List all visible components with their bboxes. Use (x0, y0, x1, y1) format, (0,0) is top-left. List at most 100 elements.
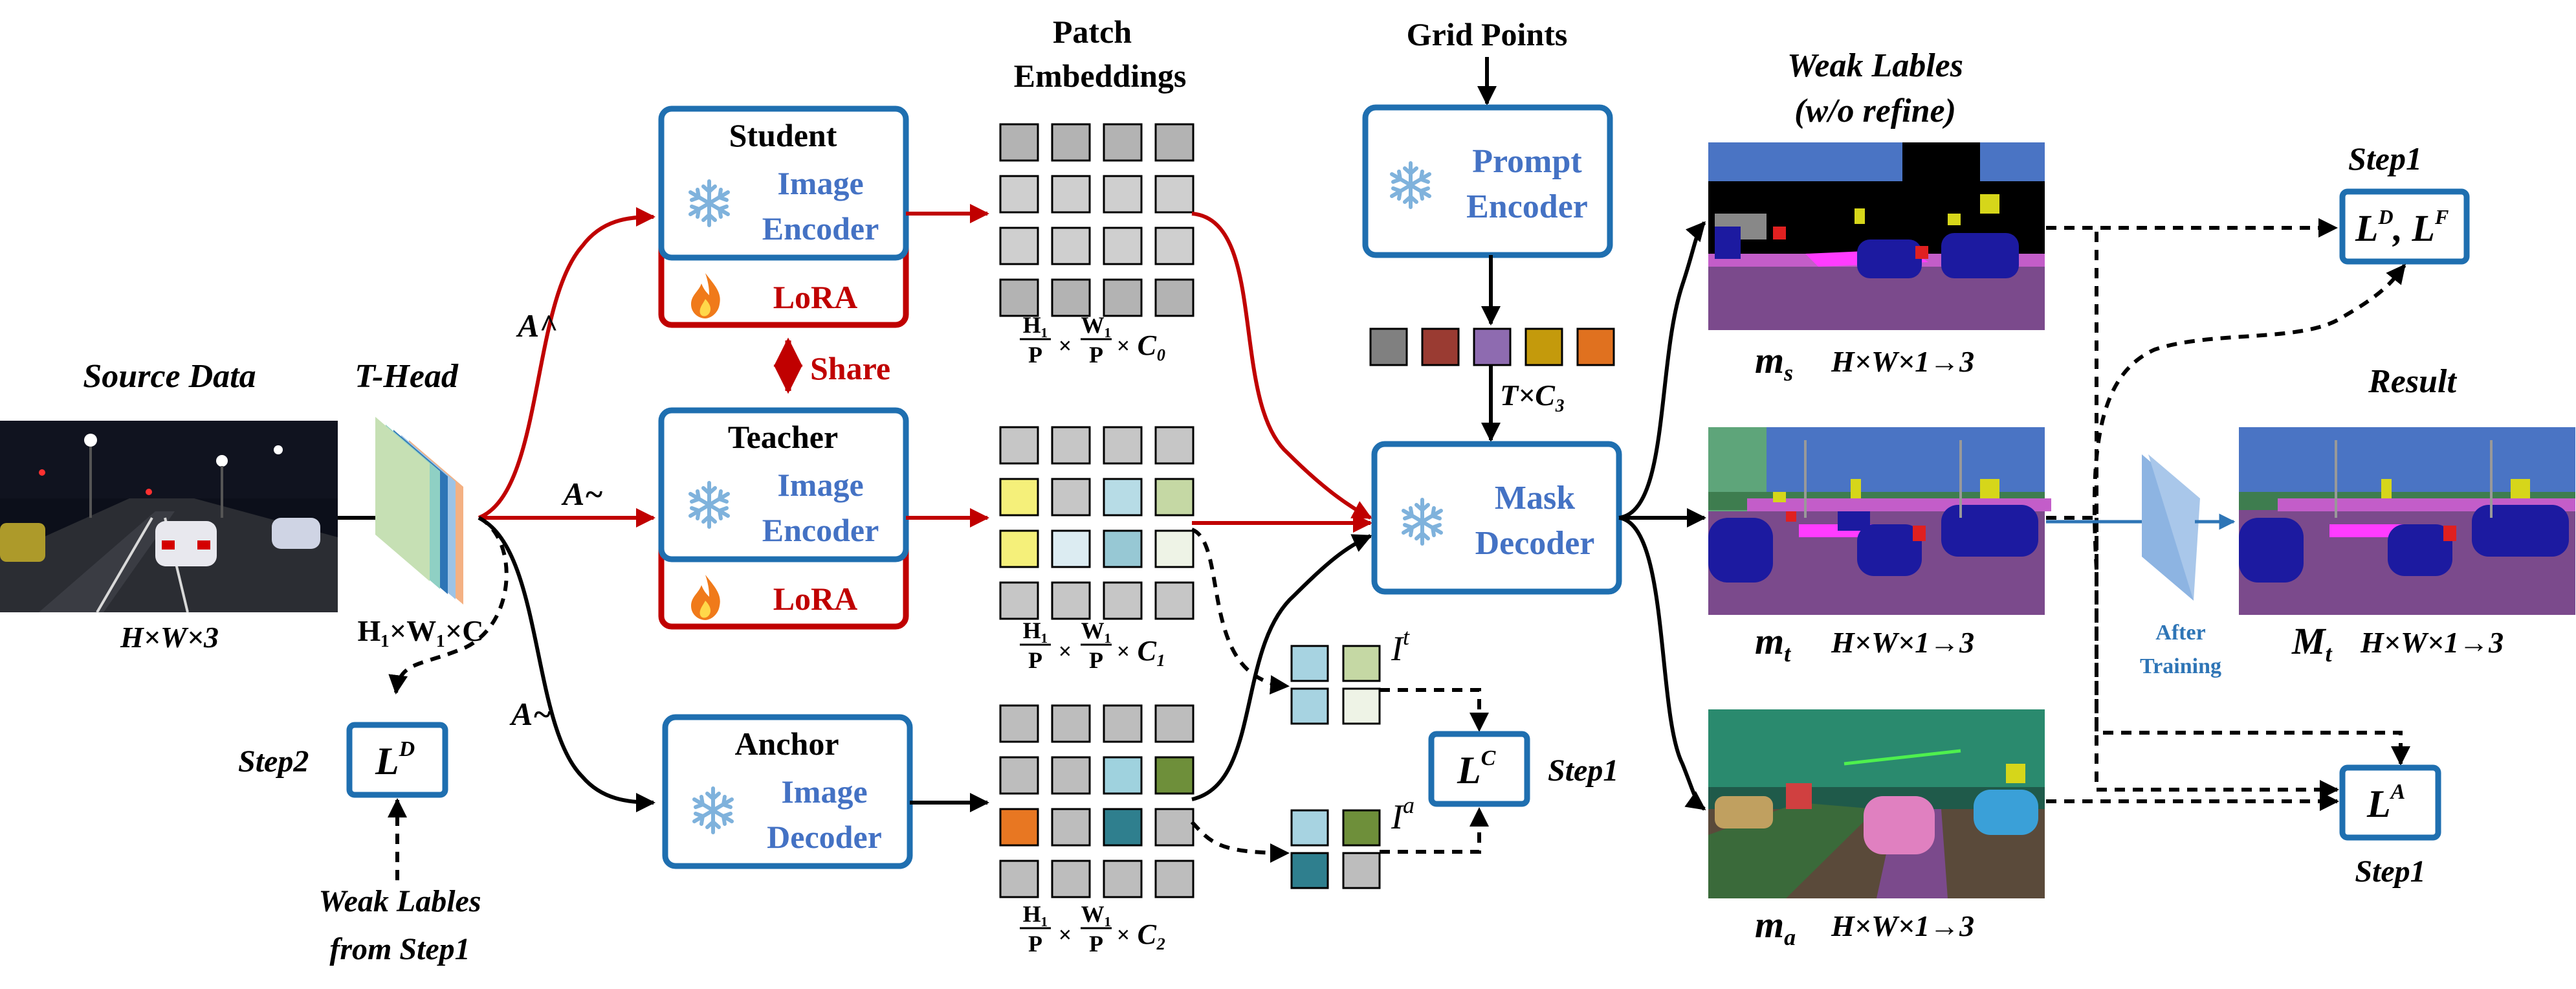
anchor-module: Anchor Image Decoder (662, 714, 913, 869)
svg-text:×: × (1059, 638, 1072, 664)
feature-cell (1342, 687, 1381, 725)
feature-cell (1290, 687, 1329, 725)
la-step: Step1 (2355, 854, 2425, 889)
ms-image (1708, 142, 2045, 330)
patch-cell (1103, 426, 1143, 465)
result-image (2239, 427, 2575, 615)
patch-cell (999, 175, 1039, 214)
la-box (2339, 764, 2441, 841)
weak-title-1: Weak Lables (1787, 47, 1963, 84)
prompt-token (1473, 328, 1512, 366)
patch-cell (1051, 860, 1091, 898)
svg-text:W₁: W₁ (1081, 617, 1112, 643)
svg-text:×: × (1117, 638, 1130, 664)
weak-step1-2: from Step1 (329, 932, 470, 966)
source-image (0, 421, 338, 614)
patch-cell (1103, 278, 1143, 317)
step2-label: Step2 (238, 744, 309, 779)
svg-text:P: P (1089, 647, 1103, 673)
la-loss: LA (2366, 780, 2405, 825)
svg-text:Image: Image (777, 165, 863, 201)
patch-cell (1154, 529, 1194, 568)
lc-box (1428, 731, 1530, 807)
ldf-step: Step1 (2348, 140, 2422, 177)
weak-step1-1: Weak Lables (318, 884, 481, 918)
svg-text:Image: Image (777, 467, 863, 503)
teacher-module: Teacher Image Encoder LoRA (658, 407, 909, 630)
svg-text:×: × (1059, 333, 1072, 359)
svg-text:Decoder: Decoder (1475, 525, 1595, 562)
patch-cell (1103, 756, 1143, 795)
svg-text:C₂: C₂ (1138, 918, 1167, 950)
thead-block (375, 417, 463, 605)
patch-cell (999, 756, 1039, 795)
patch-cell (999, 278, 1039, 317)
patch-cell (1103, 581, 1143, 620)
prompt-tokens (1369, 328, 1615, 366)
svg-text:W₁: W₁ (1081, 901, 1112, 927)
student-module: Student Image Encoder LoRA (658, 106, 909, 328)
prompt-token (1525, 328, 1563, 366)
mt-image (1708, 427, 2051, 615)
aug-hat: A^ (516, 307, 558, 344)
ms-dims: H×W×1→3 (1831, 345, 1974, 378)
patch-cell (1051, 123, 1091, 162)
svg-text:Decoder: Decoder (767, 819, 882, 855)
patch-cell (1103, 704, 1143, 743)
ldf-loss: LD, LF (2355, 205, 2449, 249)
patch-cell (999, 581, 1039, 620)
ia-label: Ia (1391, 792, 1415, 836)
svg-text:Mask: Mask (1495, 480, 1575, 517)
patch-grid-student (999, 123, 1194, 317)
lc-loss: LC (1457, 746, 1496, 792)
prompt-token (1576, 328, 1615, 366)
ma-dims: H×W×1→3 (1831, 909, 1974, 942)
patch-cell (1051, 175, 1091, 214)
svg-text:H₁: H₁ (1023, 617, 1048, 643)
it-grid (1290, 645, 1381, 725)
patch-cell (999, 808, 1039, 847)
patch-cell (1154, 175, 1194, 214)
patch-cell (999, 529, 1039, 568)
result-label: Mt (2291, 620, 2333, 667)
patch-cell (1154, 756, 1194, 795)
patch-cell (999, 426, 1039, 465)
svg-text:Encoder: Encoder (762, 512, 879, 548)
grid-points-title: Grid Points (1407, 16, 1568, 52)
patch-cell (1154, 860, 1194, 898)
feature-cell (1290, 645, 1329, 682)
thead-dims: H₁×W₁×C (357, 614, 483, 647)
svg-text:H₁: H₁ (1023, 312, 1048, 338)
svg-text:Encoder: Encoder (762, 210, 879, 247)
prompt-token (1369, 328, 1408, 366)
patch-cell (1103, 860, 1143, 898)
source-dims: H×W×3 (120, 621, 219, 654)
patch-cell (1103, 478, 1143, 517)
svg-text:H₁: H₁ (1023, 901, 1048, 927)
after-label-2: Training (2140, 654, 2221, 678)
svg-text:C₁: C₁ (1138, 635, 1167, 667)
svg-text:Prompt: Prompt (1472, 143, 1582, 180)
student-lora: LoRA (773, 279, 858, 315)
svg-text:W₁: W₁ (1081, 312, 1112, 338)
feature-cell (1290, 809, 1329, 847)
patch-cell (1051, 581, 1091, 620)
patch-cell (1103, 175, 1143, 214)
svg-text:Encoder: Encoder (1466, 188, 1588, 225)
patch-cell (1154, 478, 1194, 517)
tokens-dims: T×C₃ (1500, 379, 1565, 412)
svg-text:P: P (1089, 342, 1103, 368)
patch-cell (999, 478, 1039, 517)
patch-cell (1154, 123, 1194, 162)
aug-tilde-2: A~ (509, 696, 551, 732)
patch-dims-1: H₁ P × W₁ P × C₁ (1020, 617, 1166, 673)
patch-cell (999, 123, 1039, 162)
svg-text:P: P (1028, 342, 1042, 368)
svg-text:×: × (1117, 333, 1130, 359)
result-title: Result (2368, 363, 2457, 400)
patch-cell (1051, 278, 1091, 317)
ms-label: ms (1755, 339, 1793, 386)
feature-cell (1342, 809, 1381, 847)
svg-text:P: P (1089, 931, 1103, 957)
